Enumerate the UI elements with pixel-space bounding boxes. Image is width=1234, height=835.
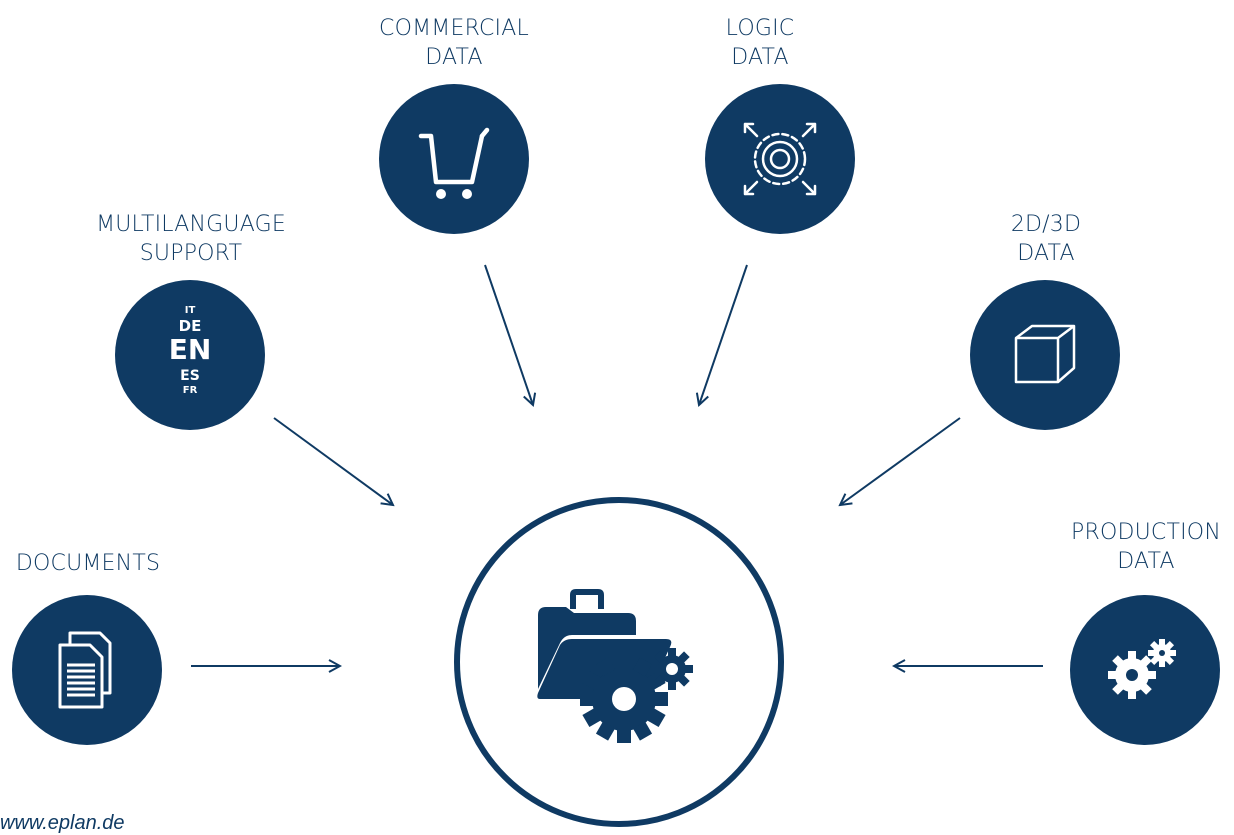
central-hub xyxy=(454,497,784,827)
commercial-label-line2: DATA xyxy=(425,45,483,70)
lang-en: EN xyxy=(168,333,212,366)
documents-node xyxy=(12,595,162,745)
language-list: IT DE EN ES FR xyxy=(115,280,265,430)
gear-arrows-icon xyxy=(743,122,817,196)
documents-label-line1: DOCUMENTS xyxy=(15,551,161,576)
documents-icon xyxy=(58,631,112,709)
arrow-2d3d xyxy=(840,417,961,505)
multilanguage-label: MULTILANGUAGE SUPPORT xyxy=(66,210,316,268)
production-data-label: PRODUCTION DATA xyxy=(1058,518,1234,576)
commercial-data-node xyxy=(379,84,529,234)
production-data-node xyxy=(1070,595,1220,745)
arrow-logic xyxy=(699,264,748,405)
multilanguage-node: IT DE EN ES FR xyxy=(115,280,265,430)
multilanguage-label-line1: MULTILANGUAGE xyxy=(96,212,286,237)
logic-label-line2: DATA xyxy=(731,45,789,70)
2d3d-data-label: 2D/3D DATA xyxy=(966,210,1126,268)
cube-icon xyxy=(1014,324,1076,384)
shopping-cart-icon xyxy=(418,127,490,199)
2d3d-data-node xyxy=(970,280,1120,430)
production-label-line1: PRODUCTION xyxy=(1071,520,1221,545)
folder-gears-icon xyxy=(537,589,693,743)
logic-label-line1: LOGIC xyxy=(725,16,795,41)
arrow-commercial xyxy=(484,264,533,405)
production-label-line2: DATA xyxy=(1117,549,1175,574)
logic-data-label: LOGIC DATA xyxy=(680,14,840,72)
lang-it: IT xyxy=(184,305,196,316)
2d3d-label-line2: DATA xyxy=(1017,241,1075,266)
lang-es: ES xyxy=(180,368,200,384)
gears-icon xyxy=(1108,639,1176,699)
lang-fr: FR xyxy=(182,385,198,396)
arrow-multilanguage xyxy=(273,417,393,505)
documents-label: DOCUMENTS xyxy=(0,549,178,578)
2d3d-label-line1: 2D/3D xyxy=(1010,212,1082,237)
commercial-label-line1: COMMERCIAL xyxy=(379,16,529,41)
commercial-data-label: COMMERCIAL DATA xyxy=(354,14,554,72)
logic-data-node xyxy=(705,84,855,234)
website-link[interactable]: www.eplan.de xyxy=(0,812,125,834)
multilanguage-label-line2: SUPPORT xyxy=(139,241,243,266)
lang-de: DE xyxy=(178,317,202,335)
